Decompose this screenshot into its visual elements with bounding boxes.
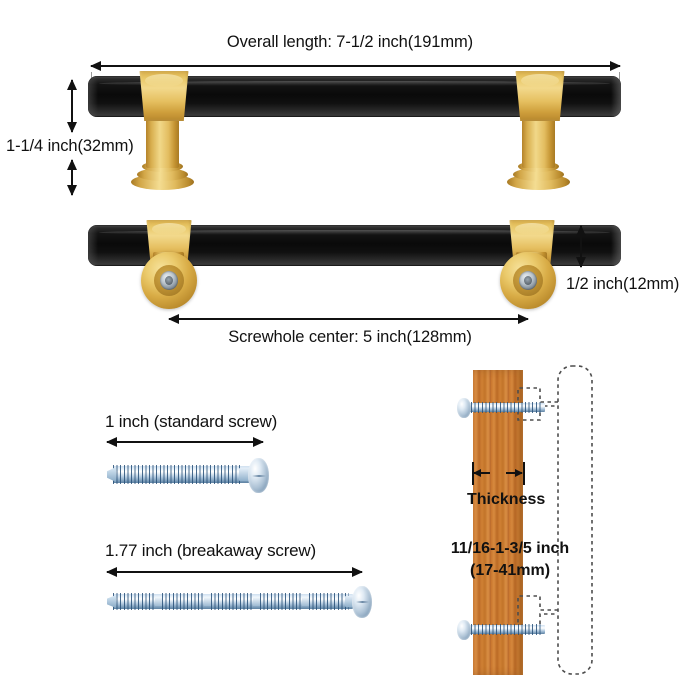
screw-head-slot — [252, 475, 266, 477]
screw-head — [457, 398, 471, 418]
breakaway-notch — [204, 597, 211, 606]
bar-left-cap — [88, 76, 98, 117]
standard-screw-label: 1 inch (standard screw) — [105, 412, 278, 431]
screw-shank — [467, 403, 545, 412]
screw-tip — [107, 595, 116, 608]
screwhole-center-arrow — [169, 318, 528, 320]
screwhole-center-label: Screwhole center: 5 inch(128mm) — [228, 328, 472, 346]
screw-neck — [345, 596, 357, 607]
screw-tip — [107, 467, 116, 482]
handle-height-arrow-upper — [71, 80, 73, 132]
handle-height-arrow-lower — [71, 160, 73, 195]
breakaway-screw-label: 1.77 inch (breakaway screw) — [105, 541, 316, 560]
post-base-ring-mid — [137, 168, 188, 181]
standard-screw-arrow — [107, 441, 263, 443]
thickness-arrow-left — [474, 472, 490, 474]
handle-height-label: 1-1/4 inch(32mm) — [6, 137, 134, 155]
post-collar — [515, 71, 565, 121]
screw-shank — [113, 466, 251, 483]
bar-diameter-label: 1/2 inch(12mm) — [566, 275, 680, 293]
post-collar — [139, 71, 189, 121]
screw-shank — [113, 594, 353, 609]
bar-diameter-arrow — [580, 226, 582, 267]
breakaway-screw — [105, 582, 372, 622]
screw-head-slot — [356, 601, 369, 603]
thickness-range-line2: (17-41mm) — [469, 562, 551, 579]
breakaway-screw-arrow — [107, 571, 362, 573]
thickness-tick-right — [523, 462, 525, 485]
overall-length-arrow — [91, 65, 620, 67]
overall-length-label: Overall length: 7-1/2 inch(191mm) — [226, 33, 474, 51]
bar-right-cap — [611, 76, 621, 117]
screw-slot — [524, 276, 532, 285]
outline-bar — [557, 365, 593, 675]
breakaway-notch — [253, 597, 260, 606]
thickness-label: Thickness — [467, 491, 546, 508]
bar-right-cap — [611, 225, 621, 266]
post-base-ring-mid — [513, 168, 564, 181]
standard-screw — [105, 455, 270, 495]
breakaway-notch — [155, 597, 162, 606]
bar-left-cap — [88, 225, 98, 266]
screw-head — [457, 620, 471, 640]
screw-slot — [165, 276, 173, 285]
screw-shank — [467, 625, 545, 634]
thickness-range-line1: 11/16-1-3/5 inch — [450, 540, 570, 557]
breakaway-notch — [302, 597, 309, 606]
mounting-screw-upper — [455, 397, 560, 419]
mounting-screw-lower — [455, 619, 560, 641]
outline-post-lower — [517, 595, 558, 629]
thickness-arrow-right — [506, 472, 522, 474]
